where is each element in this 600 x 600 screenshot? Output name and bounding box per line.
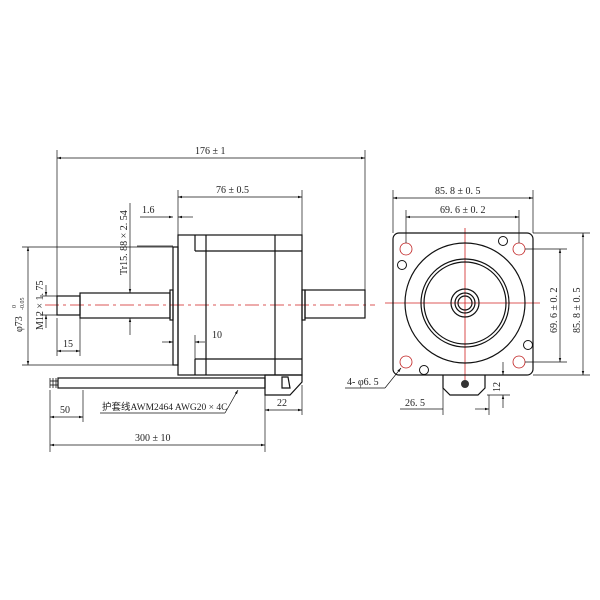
dim-mount-holes: 4- φ6. 5 <box>347 377 379 388</box>
dim-thread: M12 × 1. 75 <box>35 280 46 330</box>
dim-frame-width: 85. 8 ± 0. 5 <box>435 186 481 197</box>
dim-lead-screw: Tr15. 88 × 2. 54 <box>119 210 130 275</box>
dim-boss-tol-upper: 0 <box>12 305 18 308</box>
dim-frame-height: 85. 8 ± 0. 5 <box>572 288 583 334</box>
pilot-circle <box>404 242 526 364</box>
dim-boss-diameter: φ73 <box>14 316 25 332</box>
dim-flange: 1.6 <box>142 205 155 216</box>
side-view: 176 ± 1 76 ± 0.5 1.6 Tr15. 88 × 2. 54 φ7… <box>12 146 375 452</box>
flange-boss <box>172 246 179 366</box>
lead-screw-shaft <box>79 292 171 319</box>
front-view: 85. 8 ± 0. 5 69. 6 ± 0. 2 69. 6 ± 0. 2 8… <box>345 186 590 415</box>
dim-tab-height: 12 <box>492 382 503 392</box>
dim-cable-strip: 50 <box>60 405 70 416</box>
dim-body-length: 76 ± 0.5 <box>216 185 249 196</box>
dim-connector: 22 <box>277 398 287 409</box>
rear-shaft <box>304 289 366 319</box>
threaded-end <box>56 295 81 316</box>
cable <box>57 377 266 389</box>
screws <box>397 236 533 375</box>
dim-hole-spacing-h: 69. 6 ± 0. 2 <box>440 205 486 216</box>
dim-boss-tol-lower: -0.05 <box>20 298 26 311</box>
cable-tab <box>442 375 486 396</box>
cable-spec-label: 护套线AWM2464 AWG20 × 4C <box>102 401 228 413</box>
dim-boss-offset: 10 <box>212 330 222 341</box>
dim-thread-length: 15 <box>63 339 73 350</box>
motor-frame <box>392 232 534 376</box>
connector <box>264 374 303 396</box>
dim-tab-offset: 26. 5 <box>405 398 425 409</box>
dim-cable-length: 300 ± 10 <box>135 433 171 444</box>
dim-hole-spacing-v: 69. 6 ± 0. 2 <box>549 288 560 334</box>
dim-overall-length: 176 ± 1 <box>195 146 226 157</box>
